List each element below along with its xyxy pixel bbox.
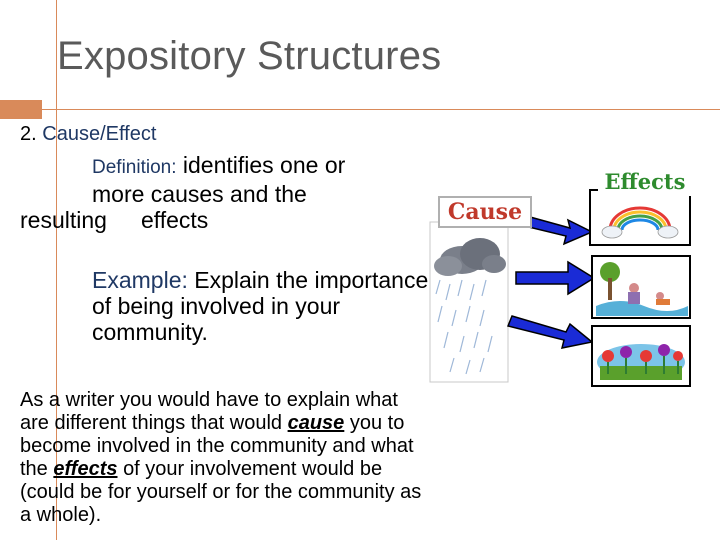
definition-label: Definition: [92,157,177,178]
section-heading-text: Cause/Effect [42,123,157,145]
definition-text-2: more causes and the [92,181,307,207]
definition-text-1: identifies one or [182,152,346,178]
para-effects-word: effects [53,458,118,480]
definition-line-3: resulting effects [20,207,430,233]
vertical-rule [56,0,57,540]
para-text-1: As a writer you would have to explain wh… [20,389,398,434]
definition-text-3a: resulting [20,207,107,233]
diagram-art [429,189,691,387]
storm-cloud-icon [429,221,509,383]
example-block: Example: Explain the importance of being… [92,267,432,345]
slide-title: Expository Structures [57,34,442,78]
arrow-icon [506,211,596,349]
cause-effect-diagram: Cause Effects [420,160,720,390]
definition-block: Definition: identifies one or more cause… [20,152,430,233]
example-text: Explain the importance of being involved… [92,267,429,345]
explanation-paragraph: As a writer you would have to explain wh… [20,389,430,527]
horizontal-rule [42,109,720,110]
definition-line-1: Definition: identifies one or [20,152,430,181]
section-heading: 2. Cause/Effect [20,123,156,146]
example-label: Example: [92,267,188,293]
rainbow-icon [589,189,691,246]
definition-text-3b: effects [140,207,209,233]
flood-icon [591,255,691,319]
para-cause-word: cause [287,412,345,434]
para-text-2: you to become involved in the community … [20,412,414,480]
cause-label: Cause [438,196,532,228]
effects-label: Effects [598,168,692,196]
para-text-3: of your involvement would be (could be f… [20,458,422,526]
flowers-icon [591,325,691,387]
section-number: 2. [20,123,37,145]
accent-block [0,100,42,119]
